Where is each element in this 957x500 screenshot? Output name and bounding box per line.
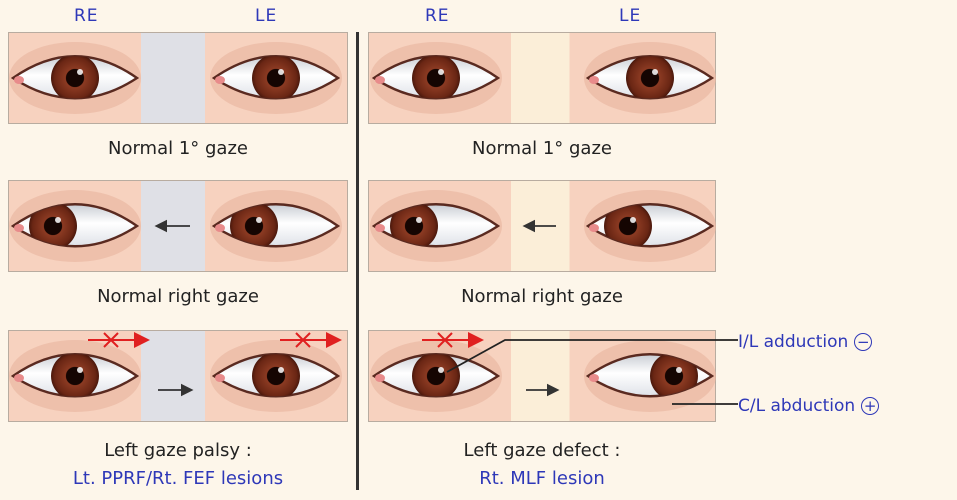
caption-normal-primary-left: Normal 1° gaze — [8, 138, 348, 159]
right-eye-rightgaze-left — [9, 190, 141, 262]
caption-normal-right-right: Normal right gaze — [372, 286, 712, 307]
right-eye-palsy — [9, 340, 141, 412]
abduction-annotation: C/L abduction + — [738, 396, 879, 416]
minus-icon: − — [854, 333, 872, 351]
right-eye-defect — [370, 340, 502, 412]
caption-normal-right-left: Normal right gaze — [8, 286, 348, 307]
left-eye-defect — [584, 340, 716, 412]
abduction-label: C/L abduction — [738, 396, 855, 416]
left-eye-rightgaze-right — [584, 190, 716, 262]
caption-left-gaze-palsy: Left gaze palsy : — [8, 440, 348, 461]
subcaption-left-gaze-palsy: Lt. PPRF/Rt. FEF lesions — [8, 468, 348, 489]
left-eye-palsy — [210, 340, 342, 412]
plus-icon: + — [861, 397, 879, 415]
adduction-annotation: I/L adduction− — [738, 332, 872, 352]
left-eye-primary-right — [584, 42, 716, 114]
caption-normal-primary-right: Normal 1° gaze — [372, 138, 712, 159]
subcaption-left-gaze-defect: Rt. MLF lesion — [372, 468, 712, 489]
right-eye-primary-left — [9, 42, 141, 114]
caption-left-gaze-defect: Left gaze defect : — [372, 440, 712, 461]
adduction-label: I/L adduction — [738, 332, 848, 352]
left-eye-primary-left — [210, 42, 342, 114]
right-eye-rightgaze-right — [370, 190, 502, 262]
right-eye-primary-right — [370, 42, 502, 114]
left-eye-rightgaze-left — [210, 190, 342, 262]
